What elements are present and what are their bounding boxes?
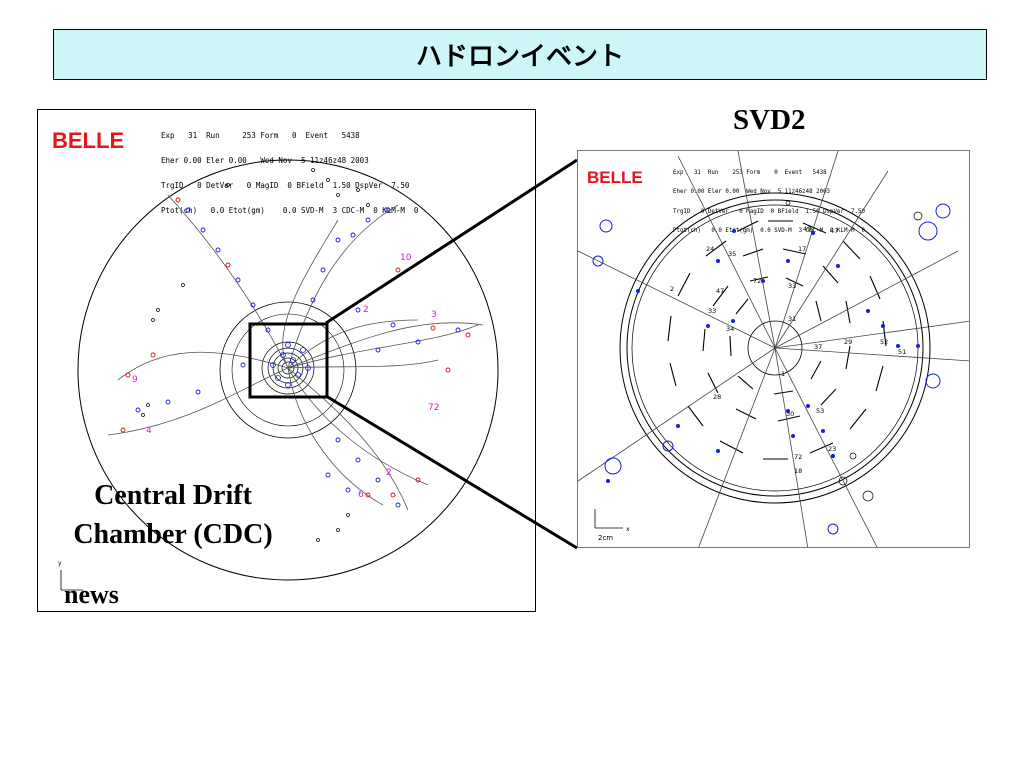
event-info-block: Exp 31 Run 253 Form 0 Event 5438 Eher 0.… (161, 115, 418, 232)
track-number: 1 (781, 370, 785, 378)
hit-number-labels: 10 3 2 9 4 72 6 2 (132, 253, 439, 500)
track-number: 51 (898, 348, 906, 356)
axis-y-label: y (58, 560, 62, 567)
event-info-line: Ptot(ch) 0.0 Etot(gm) 0.0 SVD-M 3 CDC-M … (161, 206, 419, 216)
track-number: 53 (816, 407, 824, 415)
cdc-drawing: 10 3 2 9 4 72 6 2 y (58, 159, 499, 591)
track-number: 37 (814, 343, 822, 351)
track-number: 29 (844, 338, 852, 346)
svd-black-circles (785, 200, 923, 502)
track-number: 35 (728, 250, 736, 258)
svd-label: SVD2 (733, 104, 806, 136)
track-number: 33 (788, 282, 796, 290)
track-number: 52 (880, 338, 888, 346)
event-info-line: Exp 31 Run 253 Form 0 Event 5438 (673, 169, 827, 176)
track-number: 18 (794, 467, 802, 475)
track-number: 2 (670, 285, 674, 293)
axis-x-label: x (626, 526, 630, 533)
scale-bar (594, 509, 623, 529)
track-number: 34 (726, 325, 734, 333)
track-number: 23 (828, 445, 836, 453)
track-number: 47 (716, 287, 724, 295)
belle-logo: BELLE (587, 168, 643, 187)
svd-region (261, 341, 315, 395)
track-number: 28 (713, 393, 721, 401)
cdc-label-line: Central Drift (94, 480, 252, 511)
svd-ladders (667, 220, 887, 460)
event-info-line: TrgID 0 DetVer 0 MagID 0 BField 1.50 Dsp… (161, 181, 410, 191)
svd-tracks (578, 151, 969, 547)
cdc-event-display: BELLE Exp 31 Run 253 Form 0 Event 5438 E… (37, 109, 536, 612)
svd-blue-circles (592, 203, 951, 535)
svd-blue-hits (606, 229, 920, 483)
cdc-outer-wall (77, 159, 499, 581)
scale-bar-label: 2cm (598, 534, 613, 542)
hit-number: 9 (132, 375, 138, 385)
connector-line-bottom (325, 394, 578, 550)
zoom-box (248, 322, 329, 399)
track-number: 72 (753, 277, 761, 285)
hit-number: 4 (146, 426, 152, 436)
hit-number: 10 (400, 253, 412, 263)
hit-number: 2 (363, 305, 369, 315)
axis-indicator (60, 570, 83, 591)
hit-number: 2 (386, 468, 392, 478)
track-number: 24 (706, 245, 714, 253)
track-number: 17 (798, 245, 806, 253)
cdc-inner-wall (219, 301, 357, 439)
vertex-hit-cluster (270, 342, 311, 388)
svd-outer-rings (619, 192, 931, 504)
svd-event-display: BELLE Exp 31 Run 253 Form 0 Event 5438 E… (577, 150, 970, 548)
cdc-label: Central Drift Chamber (CDC) (58, 476, 288, 554)
belle-logo: BELLE (52, 128, 125, 153)
track-number: 72 (794, 453, 802, 461)
red-hits (120, 197, 471, 498)
event-info-block: Exp 31 Run 253 Form 0 Event 5438 Eher 0.… (673, 157, 865, 248)
track-number: 31 (788, 315, 796, 323)
connector-line-top (325, 158, 578, 325)
svd-drawing: 49 17 47 72 33 31 37 29 52 34 47 35 33 2… (578, 151, 969, 547)
track-number: 49 (803, 225, 811, 233)
event-info-line: Eher 0.00 Eler 0.00 Wed Nov 5 11z46z48 2… (673, 189, 831, 196)
track-number: 47 (830, 227, 838, 235)
hit-number: 3 (431, 310, 437, 320)
black-hits (141, 168, 370, 542)
track-number: 33 (708, 307, 716, 315)
hit-number: 72 (428, 403, 439, 413)
slide-title-box: ハドロンイベント (53, 29, 987, 80)
event-info-line: Ptot(ch) 0.0 Etot(gm) 0.0 SVD-M 3 CDC-M … (673, 228, 865, 235)
svd-track-numbers: 49 17 47 72 33 31 37 29 52 34 47 35 33 2… (670, 225, 906, 475)
cdc-label-line: Chamber (CDC) (73, 519, 273, 550)
event-info-line: Exp 31 Run 253 Form 0 Event 5438 (161, 130, 360, 140)
news-label: news (64, 580, 119, 609)
blue-hits (135, 207, 461, 508)
hit-number: 6 (358, 490, 364, 500)
track-number: 30 (786, 410, 794, 418)
slide-title: ハドロンイベント (415, 42, 624, 72)
